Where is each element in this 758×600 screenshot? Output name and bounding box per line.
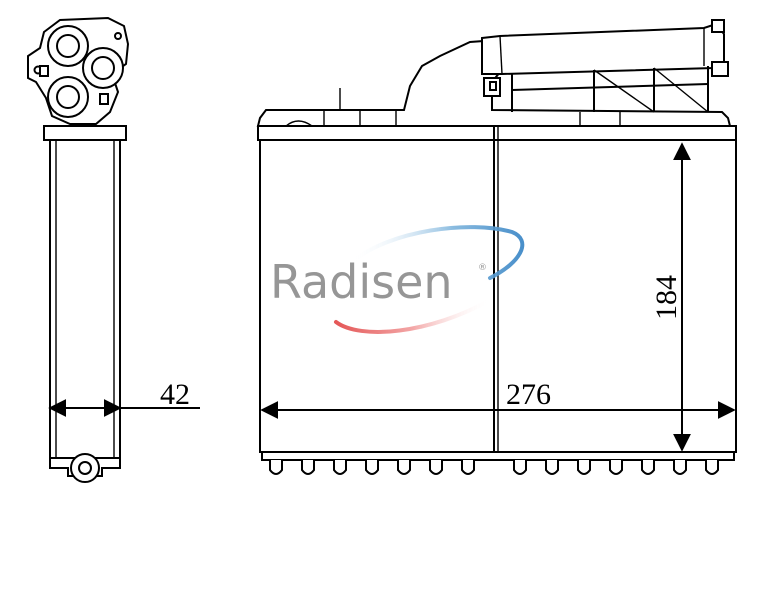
trademark-symbol: ® [478,263,487,273]
tube-end [609,460,623,475]
tube-end [641,460,655,475]
front-view: 276 184 [256,19,737,475]
radisen-logo: Radisen ® [270,225,525,334]
tube-end [365,460,379,475]
tube-end [301,460,315,475]
tube-end [577,460,591,475]
tube-end [397,460,411,475]
height-dimension-label: 184 [650,275,683,320]
tube-end [513,460,527,475]
tube-end [429,460,443,475]
depth-dimension-label: 42 [160,378,190,411]
tube-end [545,460,559,475]
watermark-text: Radisen [270,255,453,309]
tube-end [705,460,719,475]
tube-end [269,460,283,475]
tube-end [673,460,687,475]
tube-end [333,460,347,475]
bottom-tube-ends [269,460,719,475]
width-dimension-label: 276 [506,378,551,411]
tube-end [461,460,475,475]
side-view: 42 [27,16,200,483]
